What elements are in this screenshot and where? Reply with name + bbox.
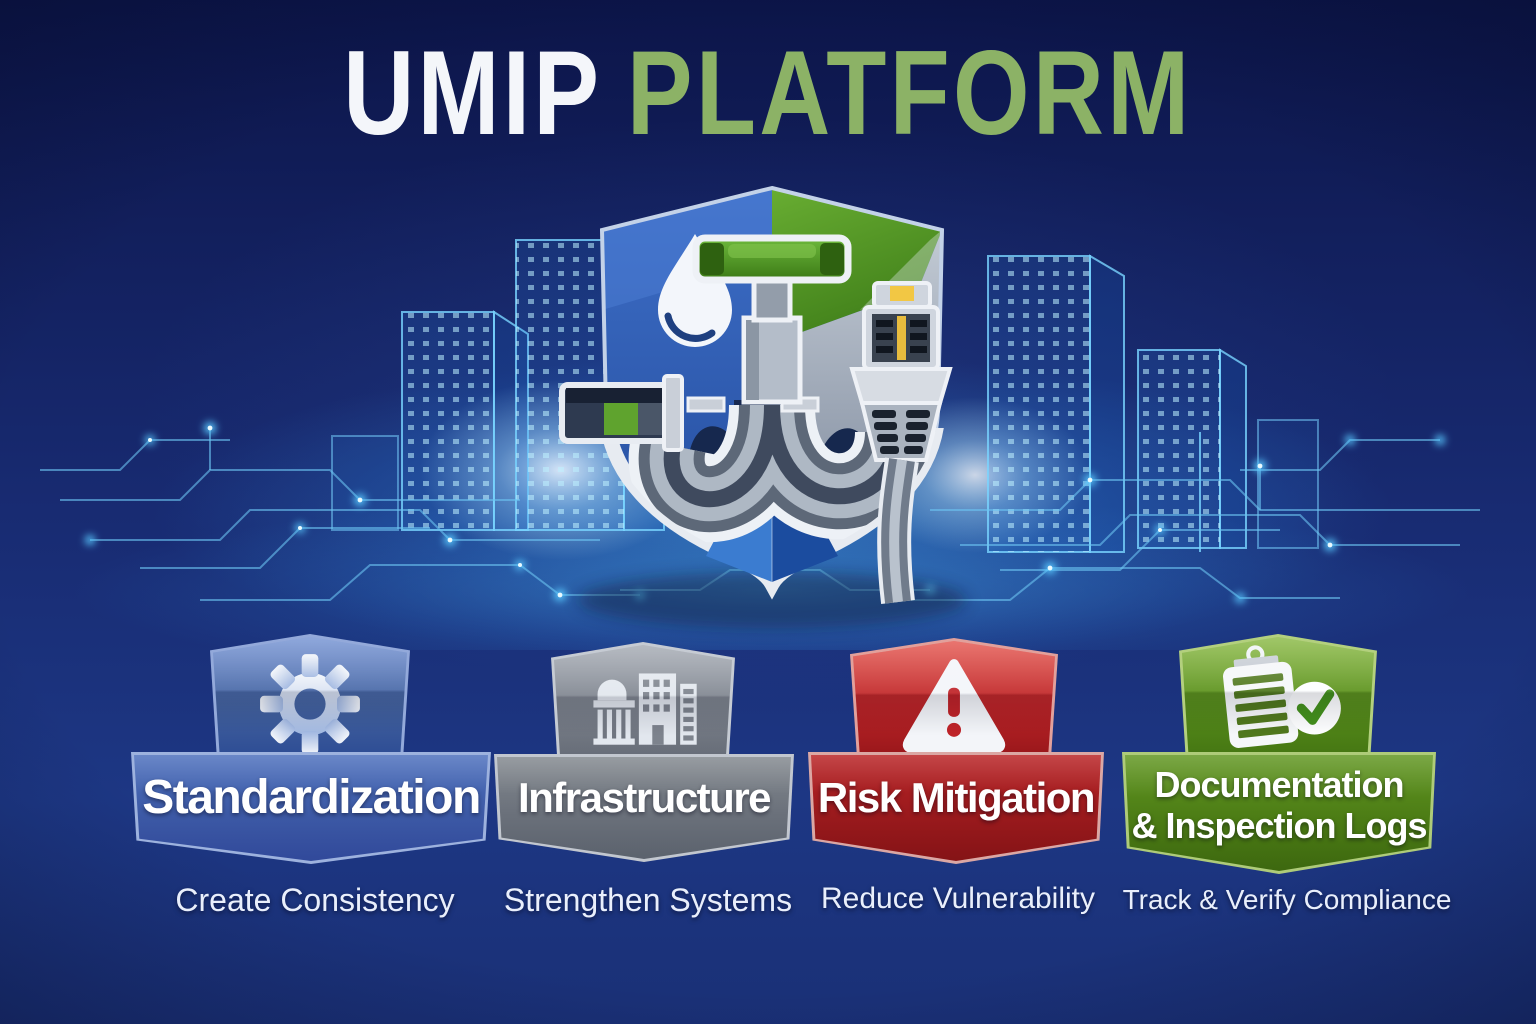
badge-documentation-label-line1: Documentation <box>1154 764 1404 805</box>
warning-triangle-icon <box>902 659 1006 754</box>
circuit-node-dots <box>148 425 1333 598</box>
clipboard-check-icon <box>1223 645 1341 748</box>
badge-infrastructure-banner: Infrastructure <box>494 754 794 862</box>
badge-documentation-label-line2: & Inspection Logs <box>1131 805 1427 846</box>
title-brand: UMIP <box>343 26 603 160</box>
title-suffix: PLATFORM <box>627 26 1193 160</box>
faucet-icon <box>692 234 852 405</box>
badge-standardization-caption: Create Consistency <box>175 882 455 918</box>
shield-emblem <box>559 185 967 628</box>
pipe-trap-icon <box>628 402 941 543</box>
badge-standardization-banner: Standardization <box>131 752 491 864</box>
badge-standardization-label: Standardization <box>142 771 481 824</box>
gear-icon <box>260 654 360 754</box>
badge-infrastructure-caption: Strengthen Systems <box>503 882 793 918</box>
badge-standardization-shield <box>210 634 410 760</box>
badge-documentation-caption: Track & Verify Compliance <box>1122 884 1452 915</box>
badge-documentation-banner: Documentation & Inspection Logs <box>1122 752 1436 874</box>
buildings-icon <box>593 673 697 745</box>
water-droplet-icon <box>658 234 732 347</box>
badge-risk-mitigation-caption: Reduce Vulnerability <box>820 882 1096 915</box>
badge-risk-mitigation-banner: Risk Mitigation <box>808 752 1104 864</box>
badge-documentation-shield <box>1179 634 1377 762</box>
badge-risk-mitigation-label: Risk Mitigation <box>817 774 1096 821</box>
inlet-pipe-icon <box>559 374 684 452</box>
pipe-fitting <box>686 396 726 413</box>
badge-infrastructure-label: Infrastructure <box>517 774 772 821</box>
network-cable-icon <box>849 281 953 605</box>
badge-risk-mitigation-shield <box>850 638 1058 762</box>
umip-shield-logo <box>40 185 1480 650</box>
shield-shadow <box>577 572 967 628</box>
badge-infrastructure-shield <box>551 642 735 762</box>
